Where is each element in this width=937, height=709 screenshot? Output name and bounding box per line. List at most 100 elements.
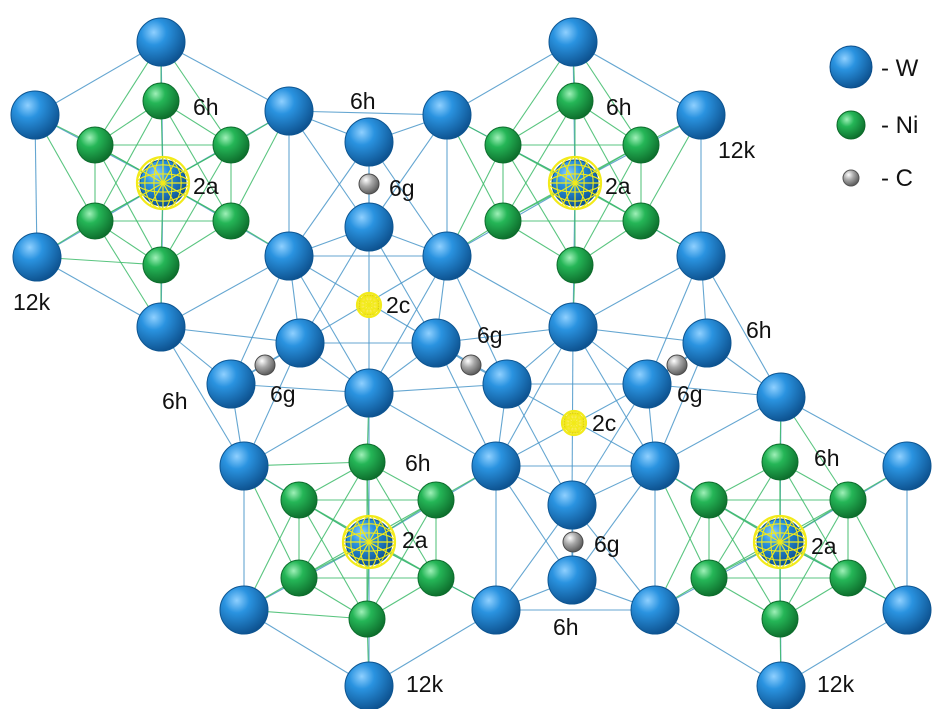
legend-w-label: - W <box>881 55 919 82</box>
site-label-6h: 6h <box>350 88 376 114</box>
w-bond <box>780 609 908 687</box>
w-atom <box>344 368 394 418</box>
w-bond <box>495 326 574 467</box>
w-atom <box>676 231 726 281</box>
site-label-12k: 12k <box>406 671 444 697</box>
ni-atom <box>556 246 594 284</box>
w-atom <box>136 17 186 67</box>
legend-ni-swatch <box>836 110 866 140</box>
site-label-2a: 2a <box>193 173 219 199</box>
w-atom <box>547 555 597 605</box>
legend: - W - Ni - C <box>829 45 919 192</box>
w-atom <box>471 441 521 491</box>
site-label-6h: 6h <box>814 445 840 471</box>
ni-atom <box>212 126 250 164</box>
ni-atom <box>417 481 455 519</box>
ni-atom <box>348 600 386 638</box>
site-label-2a: 2a <box>605 173 631 199</box>
site-label-6h: 6h <box>405 450 431 476</box>
ni-atom <box>142 246 180 284</box>
site-label-2c: 2c <box>386 292 410 318</box>
w-atom <box>344 202 394 252</box>
site-label-2a: 2a <box>811 533 837 559</box>
w-bond <box>288 255 370 394</box>
c-atom <box>460 354 482 376</box>
site-2a-wireframe <box>135 155 191 211</box>
w-atom <box>471 585 521 635</box>
site-2a-wireframe <box>341 514 397 570</box>
w-bond <box>654 609 782 687</box>
site-label-12k: 12k <box>817 671 855 697</box>
w-bond <box>288 110 448 116</box>
w-bond <box>700 255 782 398</box>
site-label-6h: 6h <box>553 614 579 640</box>
c-atom <box>562 531 584 553</box>
w-atom <box>219 441 269 491</box>
legend-c-swatch <box>842 169 860 187</box>
w-atom <box>482 359 532 409</box>
ni-bond <box>160 100 232 222</box>
ni-bond <box>366 499 437 620</box>
c-atom <box>666 354 688 376</box>
ni-atom <box>142 82 180 120</box>
ni-bond <box>160 144 232 266</box>
legend-w-swatch <box>829 45 873 89</box>
ni-bond <box>502 100 576 222</box>
w-atom <box>547 480 597 530</box>
ni-atom <box>76 202 114 240</box>
ni-atom <box>556 82 594 120</box>
ni-atom <box>417 559 455 597</box>
legend-ni-label: - Ni <box>881 112 918 139</box>
ni-bond <box>94 100 162 222</box>
ni-atom <box>829 559 867 597</box>
ni-atom <box>484 126 522 164</box>
site-label-6h: 6h <box>606 94 632 120</box>
ni-atom <box>622 126 660 164</box>
w-atom <box>264 86 314 136</box>
w-atom <box>275 318 325 368</box>
w-atom <box>882 441 932 491</box>
w-atom <box>756 372 806 422</box>
w-atom <box>206 359 256 409</box>
w-atom <box>411 318 461 368</box>
site-label-6g: 6g <box>594 531 620 557</box>
w-bond <box>368 255 448 394</box>
w-atom <box>630 441 680 491</box>
w-atom <box>682 318 732 368</box>
site-label-2c: 2c <box>592 410 616 436</box>
site-label-2a: 2a <box>402 527 428 553</box>
legend-c-label: - C <box>881 165 913 192</box>
site-label-6h: 6h <box>746 317 772 343</box>
w-atom <box>882 585 932 635</box>
ni-atom <box>280 481 318 519</box>
w-bond <box>160 326 245 467</box>
ni-atom <box>76 126 114 164</box>
w-atom <box>548 17 598 67</box>
site-2a-wireframe <box>547 155 603 211</box>
c-atom <box>358 173 380 195</box>
site-2c-wireframe <box>355 291 383 319</box>
c-atom <box>254 354 276 376</box>
w-atom <box>676 90 726 140</box>
w-atom <box>264 231 314 281</box>
ni-atom <box>484 202 522 240</box>
w-atom <box>219 585 269 635</box>
ni-atom <box>348 443 386 481</box>
ni-atom <box>212 202 250 240</box>
ni-bond <box>298 499 368 620</box>
site-label-6g: 6g <box>677 381 703 407</box>
site-label-6g: 6g <box>389 175 415 201</box>
site-2c-wireframe <box>560 409 588 437</box>
w-atom <box>630 585 680 635</box>
ni-bond <box>708 499 781 620</box>
ni-bond <box>502 144 576 266</box>
ni-bond <box>779 499 849 620</box>
ni-bond <box>94 144 162 266</box>
ni-atom <box>690 481 728 519</box>
site-label-12k: 12k <box>718 137 756 163</box>
w-atom <box>422 231 472 281</box>
w-atom <box>344 661 394 709</box>
ni-atom <box>690 559 728 597</box>
w-atom <box>344 117 394 167</box>
w-atom <box>12 232 62 282</box>
